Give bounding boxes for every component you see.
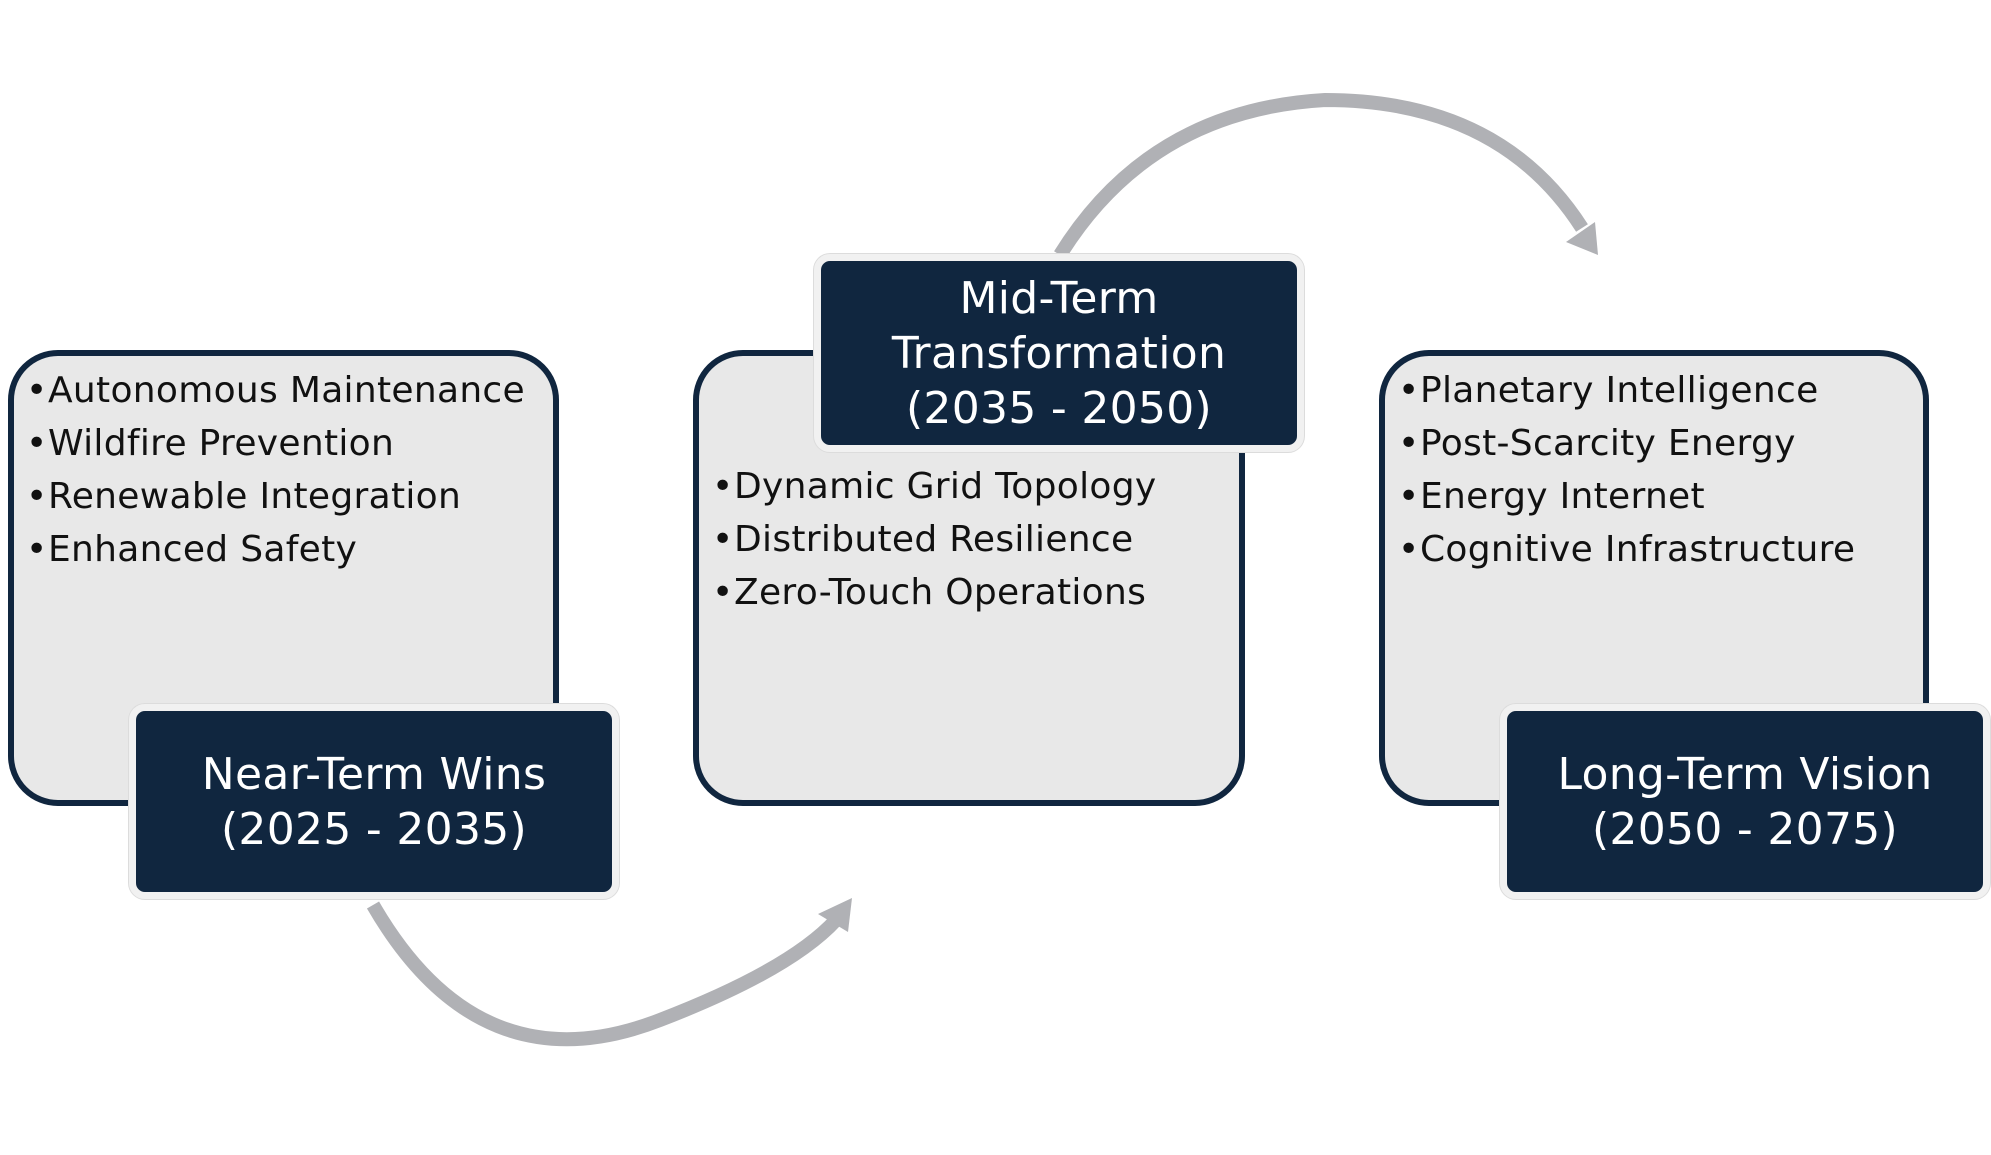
mid-term-label: Mid-Term Transformation (2035 - 2050) — [814, 254, 1304, 452]
arrow-near-to-mid — [366, 901, 842, 1047]
mid-term-period: (2035 - 2050) — [905, 382, 1213, 434]
mid-term-items: Dynamic Grid Topology Distributed Resili… — [712, 460, 1156, 619]
mid-term-item-1: Dynamic Grid Topology — [712, 460, 1156, 513]
mid-term-item-3: Zero-Touch Operations — [712, 566, 1156, 619]
near-term-items: Autonomous Maintenance Wildfire Preventi… — [26, 364, 525, 576]
long-term-item-1: Planetary Intelligence — [1398, 364, 1855, 417]
long-term-item-3: Energy Internet — [1398, 470, 1855, 523]
near-term-item-2: Wildfire Prevention — [26, 417, 525, 470]
near-term-item-1: Autonomous Maintenance — [26, 364, 525, 417]
long-term-period: (2050 - 2075) — [1591, 803, 1899, 855]
long-term-title: Long-Term Vision — [1557, 748, 1933, 800]
long-term-label: Long-Term Vision (2050 - 2075) — [1500, 704, 1990, 899]
long-term-item-4: Cognitive Infrastructure — [1398, 523, 1855, 576]
near-term-period: (2025 - 2035) — [220, 803, 528, 855]
near-term-title: Near-Term Wins — [201, 748, 547, 800]
long-term-items: Planetary Intelligence Post-Scarcity Ene… — [1398, 364, 1855, 576]
arrowhead-near-to-mid — [818, 898, 852, 932]
arrow-mid-to-long — [1054, 92, 1588, 259]
near-term-label: Near-Term Wins (2025 - 2035) — [129, 704, 619, 899]
long-term-item-2: Post-Scarcity Energy — [1398, 417, 1855, 470]
arrowhead-mid-to-long — [1566, 222, 1598, 255]
mid-term-title: Mid-Term — [959, 272, 1159, 324]
near-term-item-3: Renewable Integration — [26, 470, 525, 523]
near-term-item-4: Enhanced Safety — [26, 523, 525, 576]
mid-term-item-2: Distributed Resilience — [712, 513, 1156, 566]
mid-term-title-line2: Transformation — [891, 327, 1227, 379]
